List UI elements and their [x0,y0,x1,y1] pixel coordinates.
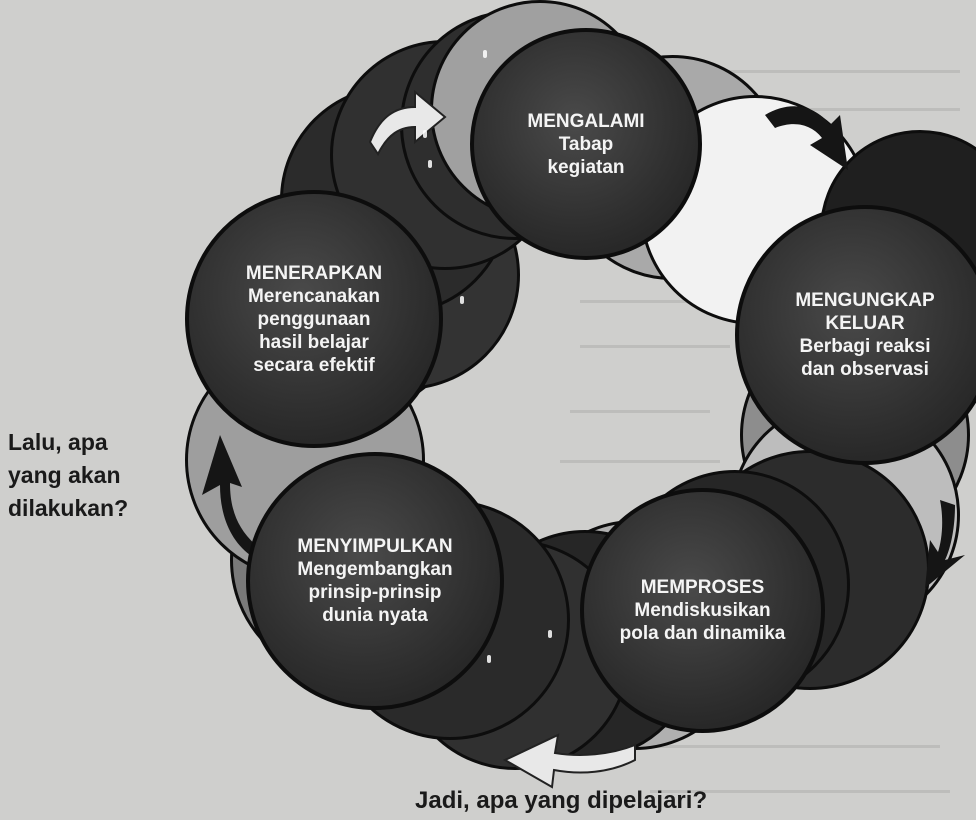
stage-description: Merencanakan penggunaan hasil belajar se… [247,285,380,376]
stage-title: MENYIMPULKAN [297,536,453,557]
arrow-top-white-icon [368,89,447,156]
stage-mengalami: MENGALAMI Tabap kegiatan [470,28,702,260]
stage-memproses: MEMPROSES Mendiskusikan pola dan dinamik… [580,488,825,733]
question-left: Lalu, apa yang akan dilakukan? [8,429,129,521]
arrow-right-dark-icon [925,500,965,588]
stage-title: MENGALAMI [527,110,645,132]
arrow-left-dark-icon [202,435,258,555]
stage-title: MEMPROSES [640,577,765,598]
stage-description: Tabap kegiatan [547,133,625,178]
arrow-top-right-dark-icon [765,106,848,170]
stage-description: Mengembangkan prinsip-prinsip dunia nyat… [297,559,453,626]
arrow-bottom-white-icon [502,733,636,789]
stage-mengungkap: MENGUNGKAP KELUAR Berbagi reaksi dan obs… [735,205,976,465]
stage-menyimpulkan: MENYIMPULKAN Mengembangkan prinsip-prins… [246,452,504,710]
stage-description: KELUAR Berbagi reaksi dan observasi [799,313,931,380]
stage-title: MENGUNGKAP [795,290,935,311]
question-bottom: Jadi, apa yang dipelajari? [415,787,708,814]
stage-title: MENERAPKAN [245,262,383,284]
stage-menerapkan: MENERAPKAN Merencanakan penggunaan hasil… [185,190,443,448]
stage-description: Mendiskusikan pola dan dinamika [619,600,786,644]
